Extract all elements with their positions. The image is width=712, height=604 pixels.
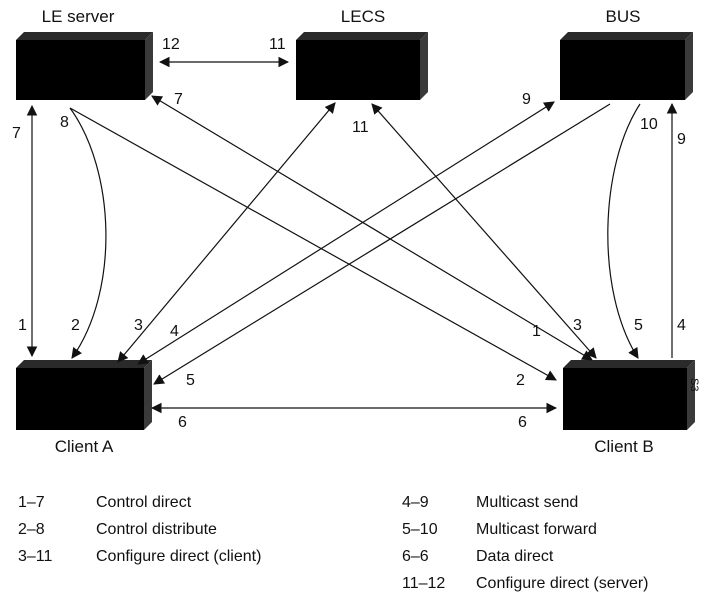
- legend-desc: Configure direct (client): [96, 548, 262, 565]
- legend-code: 5–10: [402, 521, 438, 538]
- conn-label: 2: [516, 372, 525, 389]
- legend-left: 1–7 Control direct 2–8 Control distribut…: [18, 494, 358, 584]
- conn-label: 11: [352, 119, 369, 136]
- conn-label: 3: [573, 317, 582, 334]
- conn-label: 7: [174, 91, 183, 108]
- legend-code: 3–11: [18, 548, 53, 565]
- conn-label: 7: [12, 125, 21, 142]
- ls-clientb-control-distribute-arrow: [69, 107, 557, 381]
- ls-clientb-control-direct-arrow: [151, 95, 593, 361]
- client-a-box: [16, 360, 152, 430]
- figure-id: S3: [688, 378, 700, 392]
- conn-label: 2: [71, 317, 80, 334]
- lecs-clientb-arrow: [371, 103, 597, 359]
- conn-label: 6: [518, 414, 527, 431]
- conn-label: 9: [677, 131, 686, 148]
- ls-clienta-control-distribute-arrow: [69, 107, 107, 359]
- client-b-box: [563, 360, 695, 430]
- bus-clientb-multicast-forward-arrow: [607, 103, 641, 359]
- legend-desc: Control distribute: [96, 521, 217, 538]
- conn-label: 5: [186, 372, 195, 389]
- clienta-lecs-arrow: [117, 102, 336, 363]
- conn-label: 5: [634, 317, 643, 334]
- conn-label: 11: [269, 36, 286, 53]
- legend-code: 4–9: [402, 494, 429, 511]
- legend-code: 1–7: [18, 494, 45, 511]
- conn-label: 3: [134, 317, 143, 334]
- legend-code: 2–8: [18, 521, 45, 538]
- legend-desc: Multicast send: [476, 494, 579, 511]
- conn-label: 1: [532, 323, 541, 340]
- conn-label: 4: [677, 317, 686, 334]
- legend-desc: Multicast forward: [476, 521, 597, 538]
- conn-label: 6: [178, 414, 187, 431]
- lecs-label: LECS: [341, 7, 385, 26]
- bus-label: BUS: [606, 7, 641, 26]
- lecs-box: [296, 32, 428, 100]
- client-a-label: Client A: [55, 437, 114, 456]
- bus-clienta-multicast-forward-arrow: [153, 103, 611, 385]
- legend-code: 11–12: [402, 575, 446, 592]
- conn-label: 8: [60, 114, 69, 131]
- legend-desc: Data direct: [476, 548, 554, 565]
- bus-box: [560, 32, 693, 100]
- conn-label: 10: [640, 116, 658, 133]
- conn-label: 12: [162, 36, 180, 53]
- conn-label: 9: [522, 91, 531, 108]
- conn-label: 1: [18, 317, 27, 334]
- le-server-box: [16, 32, 153, 100]
- clienta-bus-multicast-send-arrow: [137, 101, 555, 365]
- legend-desc: Control direct: [96, 494, 192, 511]
- legend-right: 4–9 Multicast send 5–10 Multicast forwar…: [402, 494, 708, 604]
- conn-label: 4: [170, 323, 179, 340]
- client-b-label: Client B: [594, 437, 654, 456]
- le-server-label: LE server: [42, 7, 115, 26]
- legend-desc: Configure direct (server): [476, 575, 649, 592]
- legend-code: 6–6: [402, 548, 429, 565]
